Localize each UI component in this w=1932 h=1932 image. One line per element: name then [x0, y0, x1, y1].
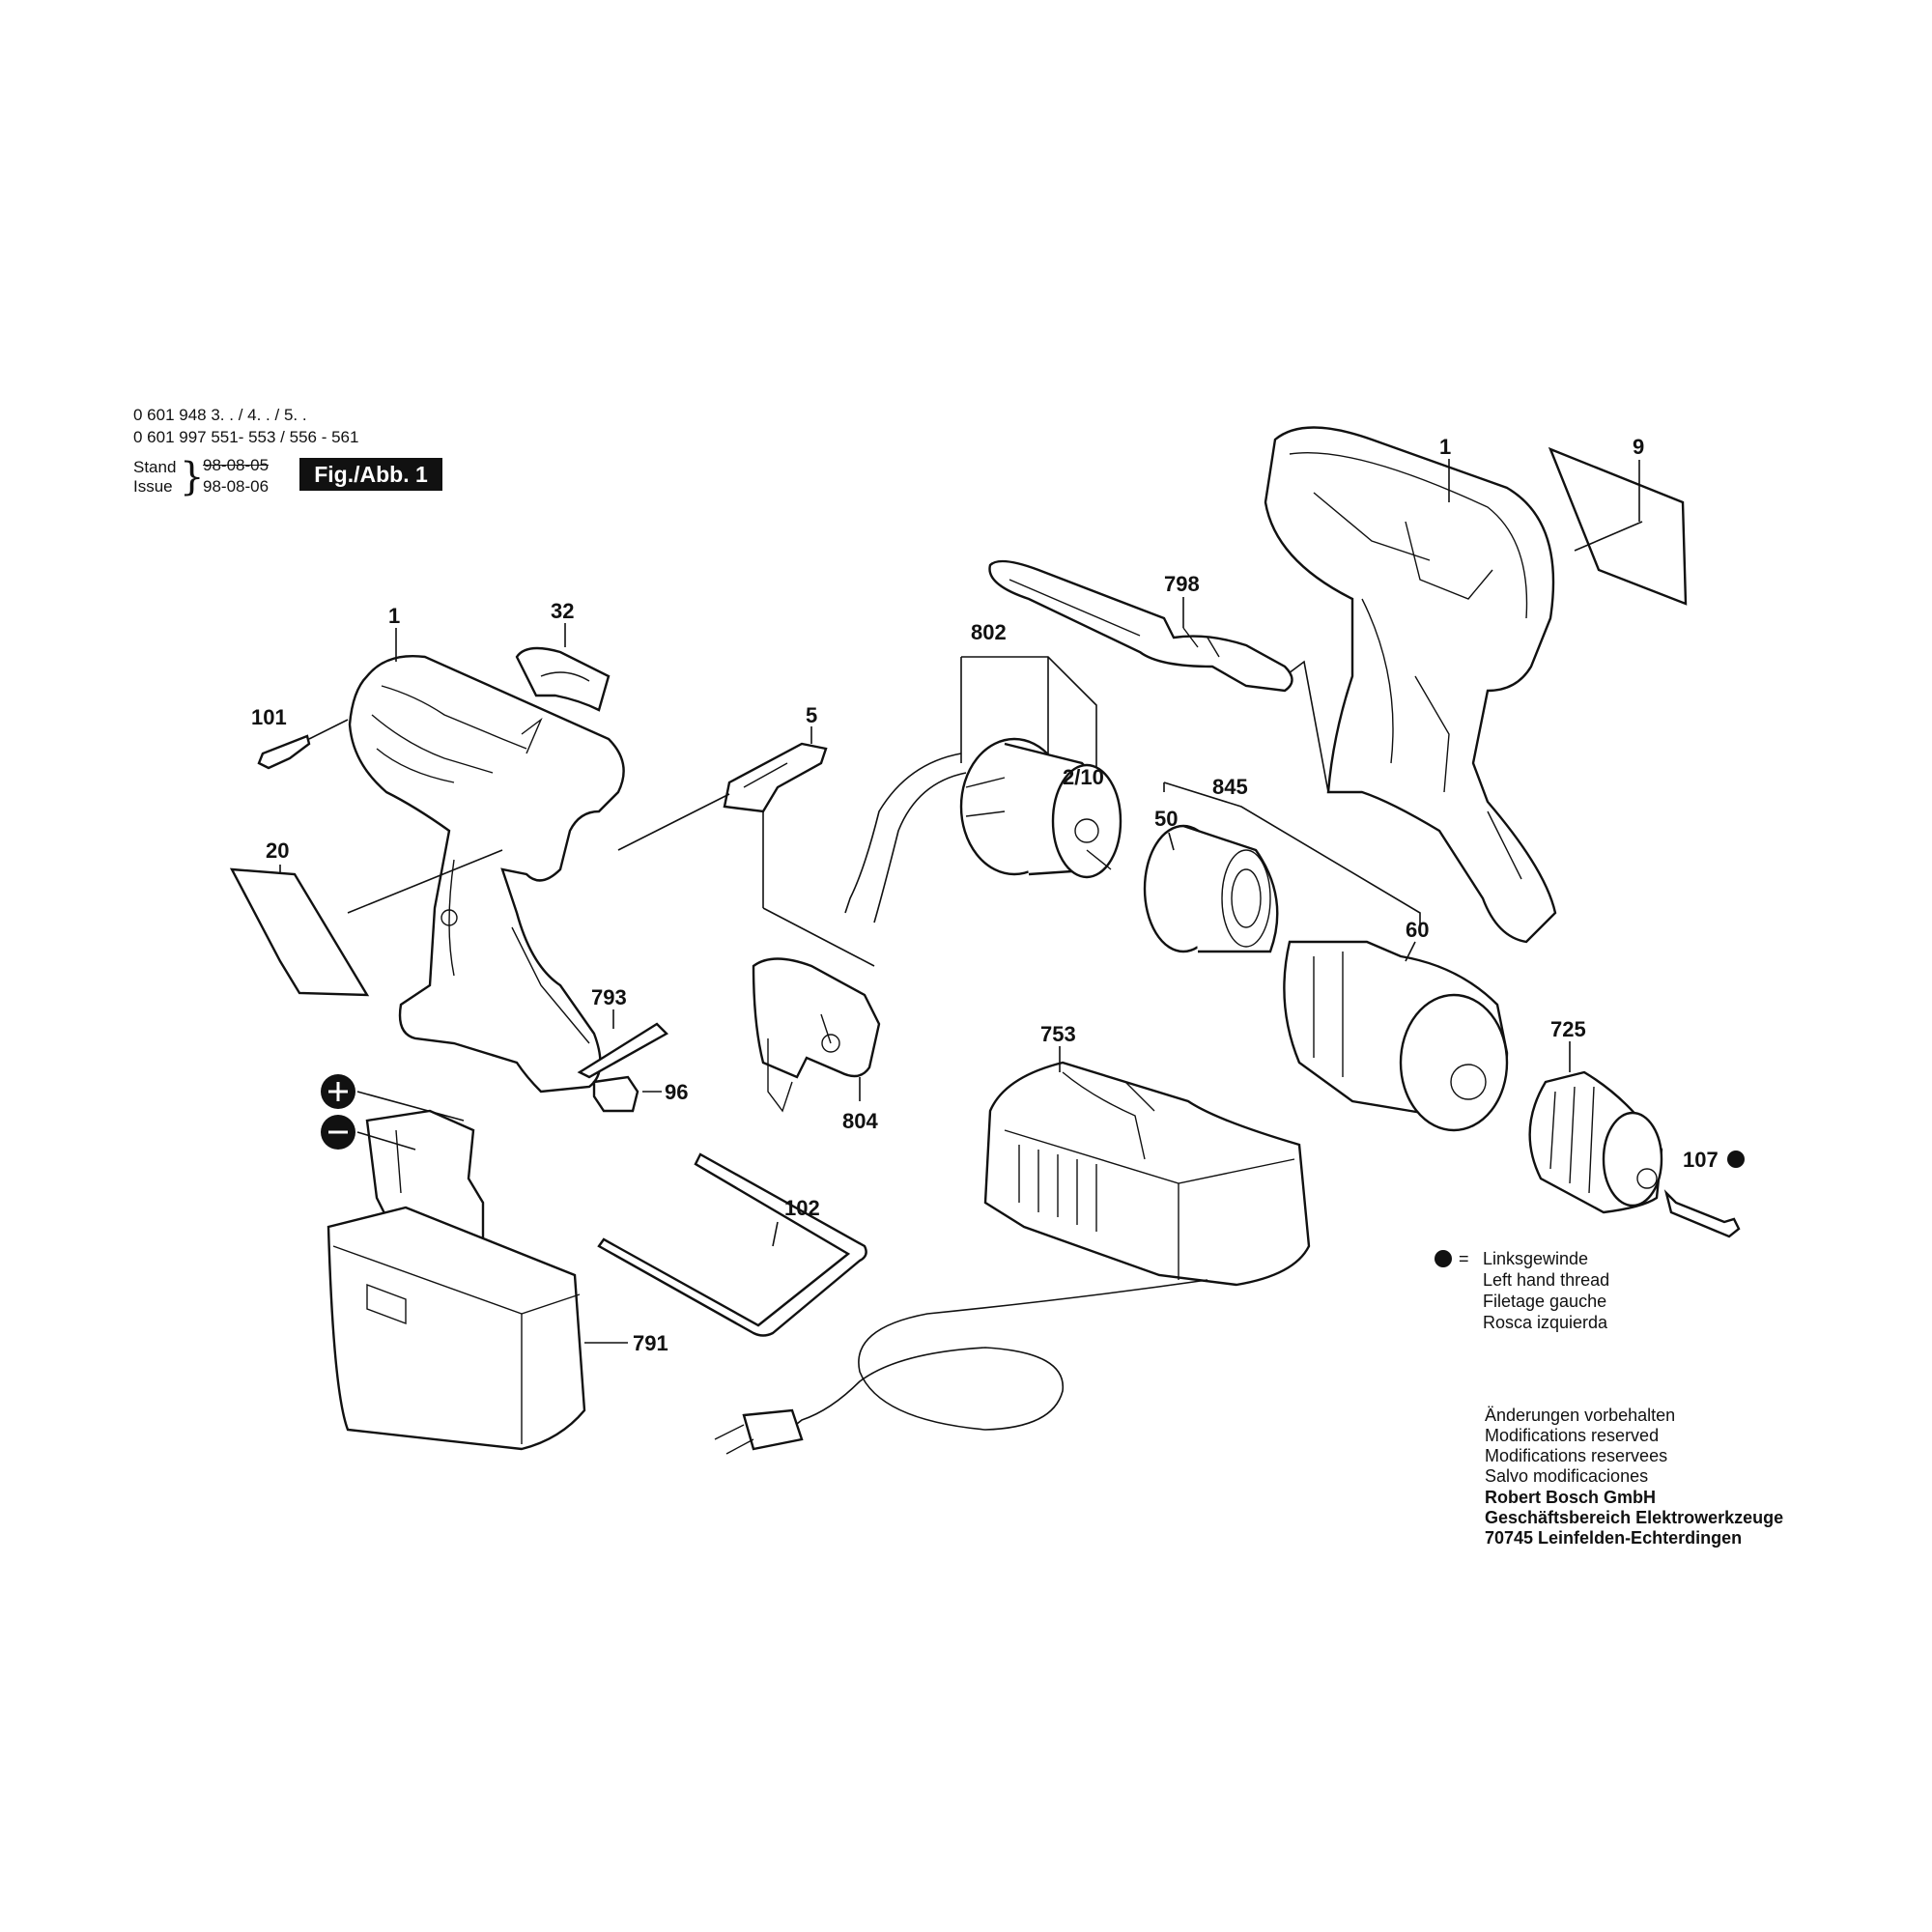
brace-glyph: } [180, 455, 205, 499]
part-9-label-plate[interactable] [1548, 446, 1688, 606]
callout-101: 101 [251, 705, 287, 729]
part-1-housing-left[interactable] [348, 655, 625, 1094]
part-798-belt-strap[interactable] [988, 559, 1293, 693]
part-793-screwdriver-bit[interactable] [577, 1022, 668, 1079]
callout-107: 107 [1683, 1148, 1719, 1172]
plus-terminal-symbol [321, 1074, 355, 1109]
callout-1-right: 1 [1439, 435, 1451, 459]
callout-791: 791 [633, 1331, 668, 1355]
part-2-10-motor[interactable] [959, 737, 1122, 879]
legend-line-en: Left hand thread [1483, 1270, 1610, 1290]
part-102-clip[interactable] [597, 1152, 867, 1337]
part-32-switch-cover[interactable] [515, 646, 611, 712]
leader-5-to-switch-2 [762, 907, 875, 967]
company-division: Geschäftsbereich Elektrowerkzeuge [1485, 1508, 1784, 1527]
part-96-bit-holder[interactable] [592, 1075, 639, 1113]
callout-1-left: 1 [388, 604, 400, 628]
company-name: Robert Bosch GmbH [1485, 1488, 1657, 1507]
legend-line-de: Linksgewinde [1483, 1249, 1589, 1268]
leader-20-to-housing [347, 849, 503, 914]
part-725-keyless-chuck[interactable] [1528, 1070, 1663, 1214]
callout-753: 753 [1040, 1022, 1076, 1046]
power-plug[interactable] [714, 1408, 804, 1455]
leader-101 [308, 719, 349, 740]
leader-102 [772, 1221, 779, 1247]
minus-terminal-symbol [321, 1115, 355, 1150]
callout-32: 32 [551, 599, 574, 623]
left-hand-thread-marker-107 [1727, 1151, 1745, 1168]
bracket-845 [1163, 781, 1421, 932]
legend-equals: = [1459, 1249, 1469, 1268]
footer-line-en: Modifications reserved [1485, 1426, 1660, 1445]
part-1-housing-right[interactable] [1264, 426, 1557, 944]
callout-60: 60 [1406, 918, 1429, 942]
leader-strap-to-housing [1284, 660, 1329, 793]
callout-845: 845 [1212, 775, 1248, 799]
stand-date: 98-08-05 [203, 456, 270, 474]
legend-line-es: Rosca izquierda [1483, 1313, 1608, 1332]
issue-label: Issue [133, 477, 173, 496]
callout-2-10: 2/10 [1063, 765, 1104, 789]
callout-793: 793 [591, 985, 627, 1009]
callout-9: 9 [1633, 435, 1644, 459]
callout-725: 725 [1550, 1017, 1586, 1041]
callout-5: 5 [806, 703, 817, 727]
footer-line-fr: Modifications reservees [1485, 1446, 1668, 1465]
legend-bullet-icon [1435, 1250, 1452, 1267]
figure-label: Fig./Abb. 1 [299, 458, 442, 491]
callout-50: 50 [1154, 807, 1178, 831]
legend-line-fr: Filetage gauche [1483, 1292, 1607, 1311]
part-804-switch[interactable] [752, 957, 881, 1113]
part-60-gearbox[interactable] [1283, 940, 1509, 1132]
callout-798: 798 [1164, 572, 1200, 596]
callout-20: 20 [266, 838, 289, 863]
leader-plus [356, 1091, 465, 1122]
leader-60 [1405, 941, 1416, 962]
model-number-line-2: 0 601 997 551- 553 / 556 - 561 [133, 428, 359, 446]
model-number-line-1: 0 601 948 3. . / 4. . / 5. . [133, 406, 307, 424]
footer-line-es: Salvo modificaciones [1485, 1466, 1649, 1486]
callout-96: 96 [665, 1080, 688, 1104]
part-50-gear-ring[interactable] [1143, 824, 1279, 953]
leader-50 [1168, 832, 1175, 851]
callout-102: 102 [784, 1196, 820, 1220]
stand-label: Stand [133, 458, 177, 476]
motor-wires [844, 753, 967, 923]
company-address: 70745 Leinfelden-Echterdingen [1485, 1528, 1743, 1548]
part-753-charger[interactable] [983, 1061, 1311, 1287]
leader-5-to-housing [617, 793, 730, 851]
part-5-contact-plate[interactable] [723, 742, 828, 813]
part-791-battery-pack[interactable] [327, 1109, 586, 1451]
callout-804: 804 [842, 1109, 878, 1133]
part-101-screw[interactable] [257, 734, 311, 770]
leader-minus [356, 1131, 416, 1151]
callout-802: 802 [971, 620, 1007, 644]
issue-date: 98-08-06 [203, 477, 270, 496]
part-20-rating-label[interactable] [229, 867, 370, 997]
charger-power-cord [791, 1279, 1208, 1431]
part-107-screw[interactable] [1663, 1189, 1741, 1238]
footer-line-de: Änderungen vorbehalten [1485, 1406, 1676, 1425]
